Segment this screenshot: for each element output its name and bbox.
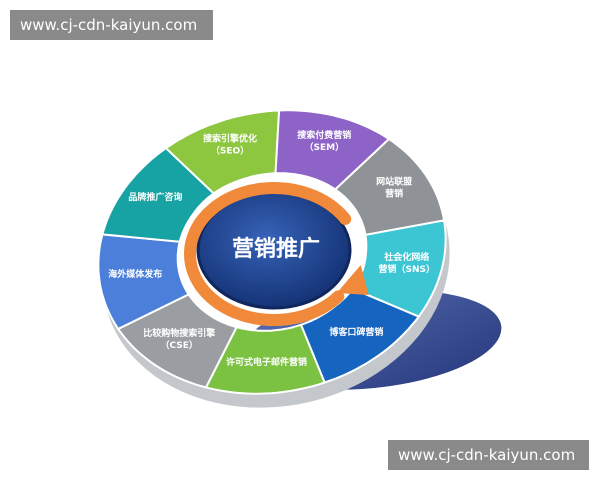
segment-label-2: 搜索付费营销（SEM） bbox=[297, 129, 351, 153]
segment-label-line: 营销（SNS） bbox=[379, 263, 436, 275]
segment-label-9: 品牌推广咨询 bbox=[128, 191, 182, 203]
segment-label-line: 品牌推广咨询 bbox=[128, 191, 182, 203]
segment-label-line: 比较购物搜索引擎 bbox=[143, 327, 215, 339]
segment-label-5: 博客口碑营销 bbox=[329, 326, 383, 338]
watermark-bottom: www.cj-cdn-kaiyun.com bbox=[388, 440, 589, 470]
cycle-arrow-head bbox=[336, 265, 369, 295]
segment-label-line: 搜索引擎优化 bbox=[203, 133, 257, 145]
segment-label-line: 许可式电子邮件营销 bbox=[226, 356, 307, 368]
segment-label-line: 海外媒体发布 bbox=[108, 268, 162, 280]
segment-label-line: 网站联盟 bbox=[376, 176, 412, 188]
segment-label-1: 搜索引擎优化（SEO） bbox=[203, 133, 257, 157]
watermark-top: www.cj-cdn-kaiyun.com bbox=[10, 10, 213, 40]
segment-label-3: 网站联盟营销 bbox=[376, 176, 412, 200]
segment-label-line: 博客口碑营销 bbox=[329, 326, 383, 338]
segment-label-8: 海外媒体发布 bbox=[108, 268, 162, 280]
segment-label-line: 社会化网络 bbox=[383, 251, 429, 263]
segment-label-7: 比较购物搜索引擎（CSE） bbox=[143, 327, 215, 351]
segment-labels: 搜索引擎优化（SEO）搜索付费营销（SEM）网站联盟营销社会化网络营销（SNS）… bbox=[108, 129, 435, 368]
segment-label-line: （CSE） bbox=[160, 340, 197, 351]
center-title: 营销推广 bbox=[232, 236, 320, 262]
cycle-arrow bbox=[183, 182, 352, 326]
segment-label-line: （SEO） bbox=[211, 146, 249, 157]
segment-label-line: 营销 bbox=[385, 188, 403, 200]
segment-label-line: （SEM） bbox=[305, 142, 345, 153]
segment-label-4: 社会化网络营销（SNS） bbox=[379, 251, 436, 275]
segment-ring bbox=[97, 109, 447, 395]
segment-label-6: 许可式电子邮件营销 bbox=[226, 356, 307, 368]
center-hub: 营销推广 bbox=[181, 174, 369, 326]
segment-label-line: 搜索付费营销 bbox=[297, 129, 351, 141]
